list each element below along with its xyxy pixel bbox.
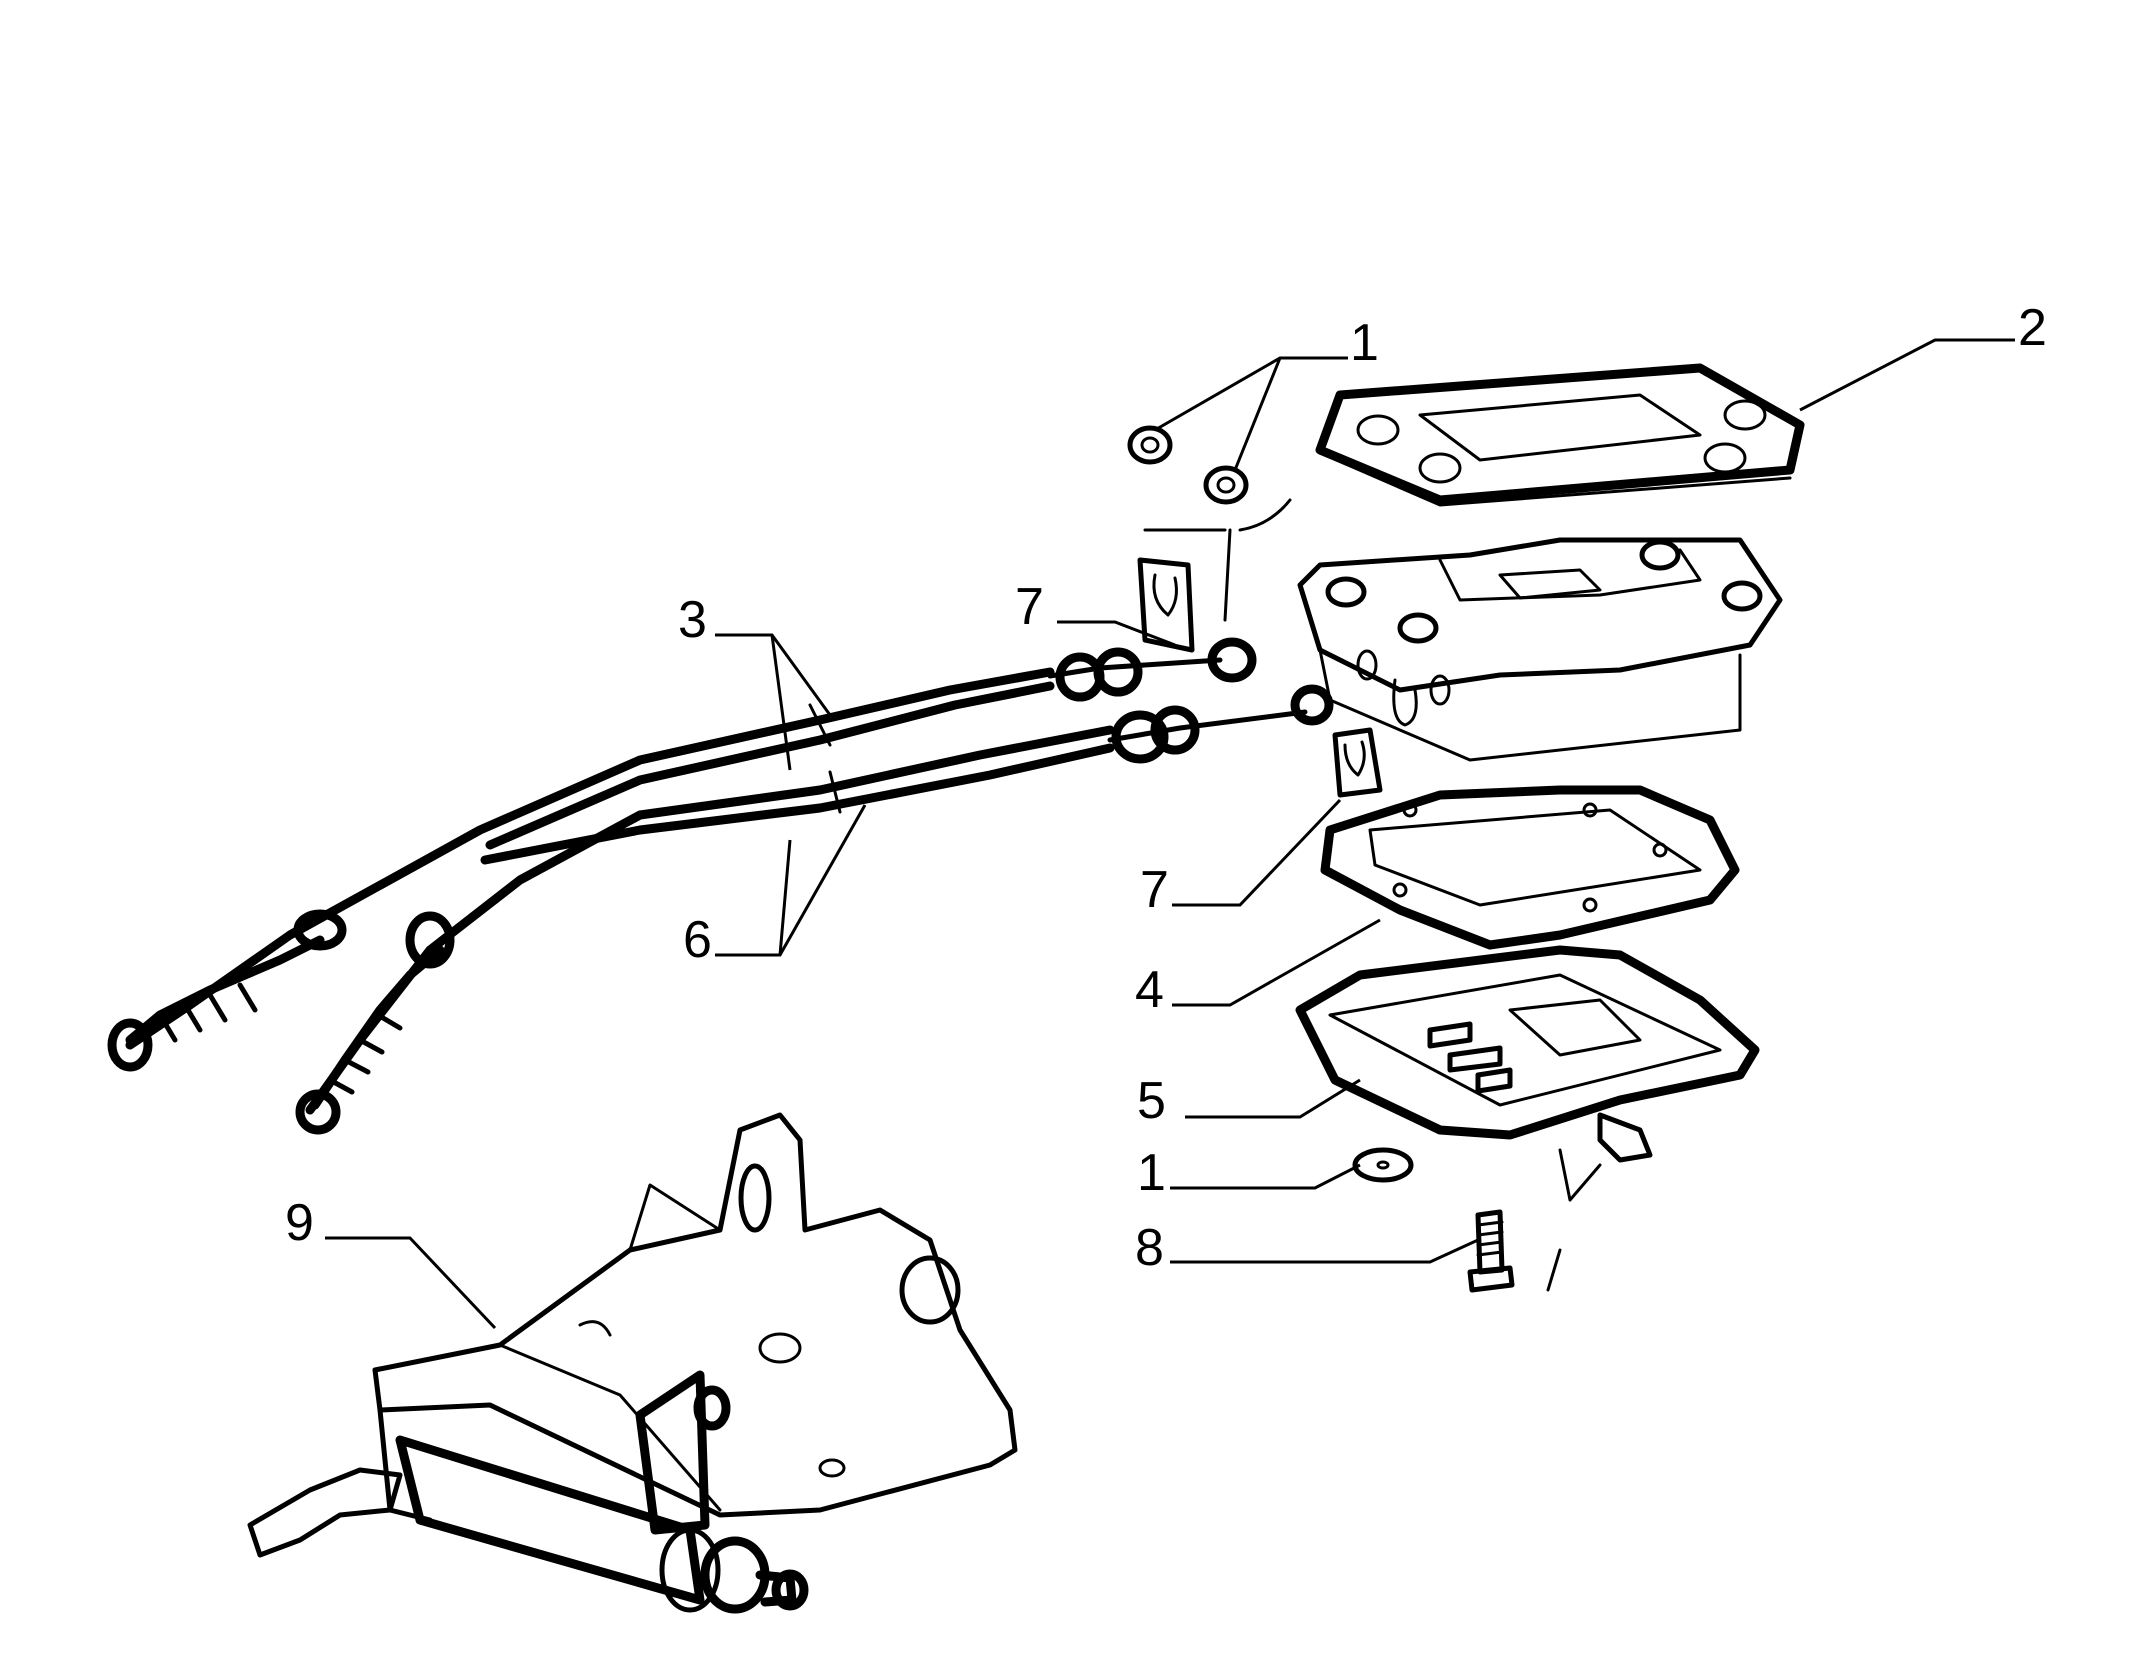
callout-8-bolt: 8 <box>1135 1219 1164 1277</box>
callout-4-gasket: 4 <box>1135 961 1164 1019</box>
part-8-bolt <box>1467 1148 1602 1293</box>
callout-1-nuts: 1 <box>1350 314 1379 372</box>
callout-7-lower-clip: 7 <box>1140 861 1169 919</box>
part-5-base-plate <box>1295 945 1760 1163</box>
shift-housing <box>1297 537 1783 762</box>
part-9-bracket <box>247 1112 1018 1614</box>
callout-7-upper-clip: 7 <box>1015 578 1044 636</box>
part-1-nuts <box>1127 425 1249 505</box>
part-7-lower-clip <box>1290 684 1383 798</box>
part-4-gasket <box>1320 785 1740 950</box>
callout-9-bracket: 9 <box>285 1194 314 1252</box>
parts-3-6-cables <box>107 647 1308 1135</box>
part-2-cover-plate <box>1315 363 1805 507</box>
callout-1-washer: 1 <box>1137 1144 1166 1202</box>
callout-5-base-plate: 5 <box>1137 1072 1166 1130</box>
callout-2-cover-plate: 2 <box>2018 299 2047 357</box>
callout-labels: 1 2 3 7 6 7 4 5 1 8 9 <box>285 299 2047 1277</box>
part-1-washer <box>1352 1147 1414 1183</box>
part-7-upper-clip <box>1137 498 1292 683</box>
leader-lines <box>325 338 2015 1330</box>
callout-3-cable: 3 <box>678 591 707 649</box>
callout-6-cable: 6 <box>683 911 712 969</box>
